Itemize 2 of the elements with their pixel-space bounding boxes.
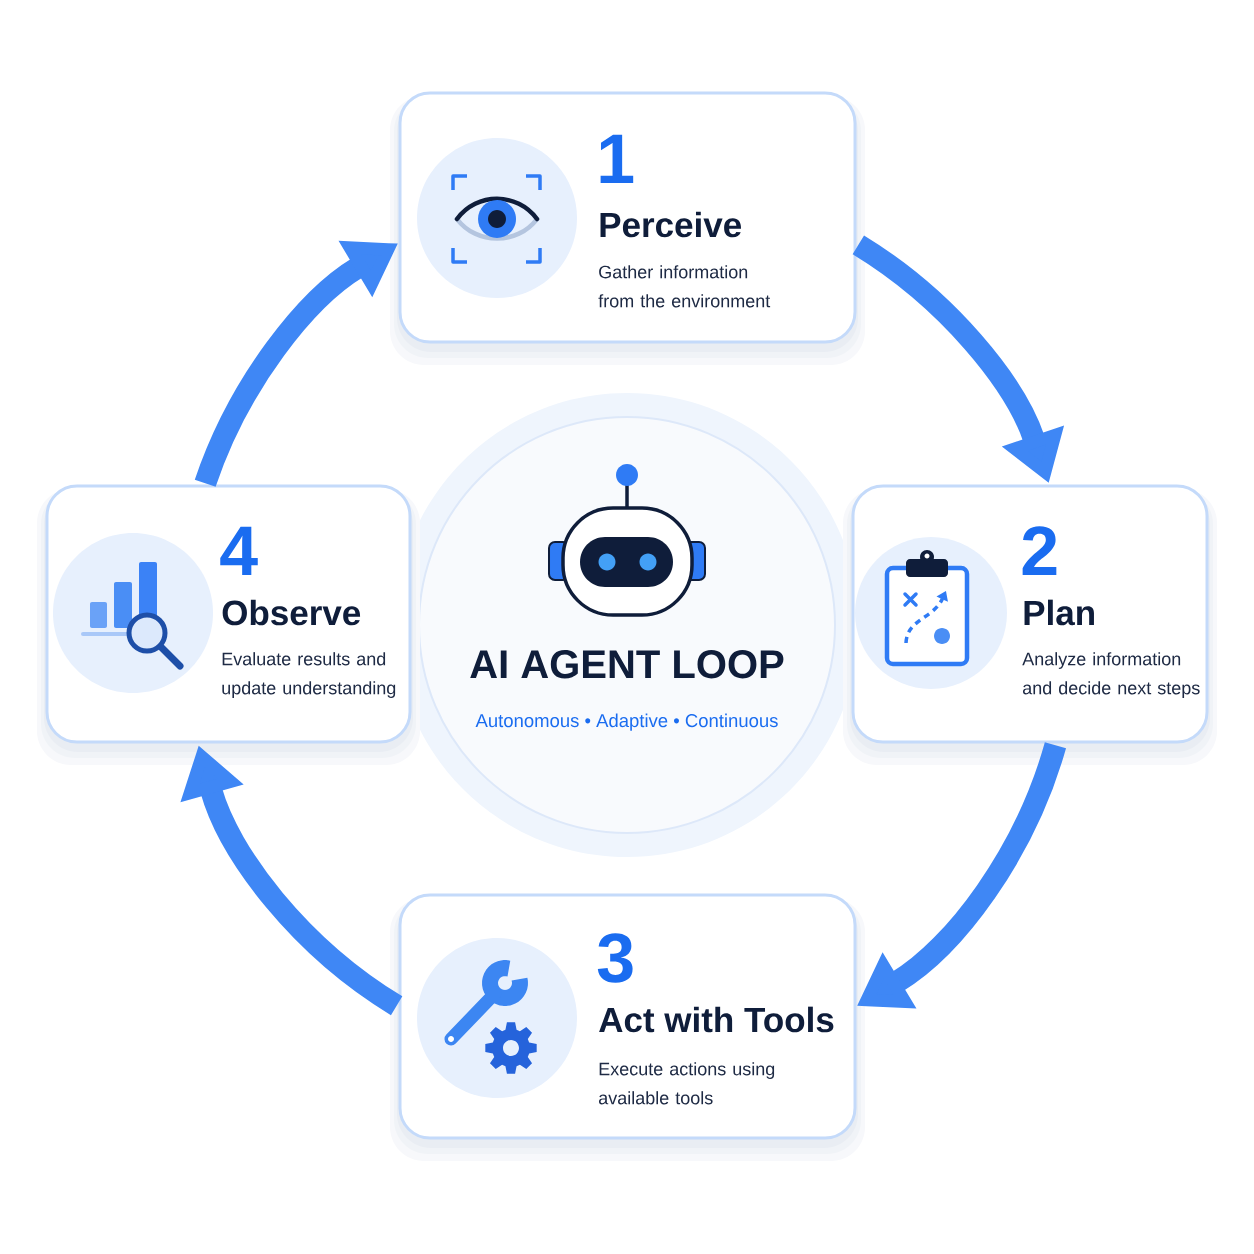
loop-title: AI AGENT LOOP [470,650,784,679]
loop-tagline: Autonomous • Adaptive • Continuous [475,713,778,731]
